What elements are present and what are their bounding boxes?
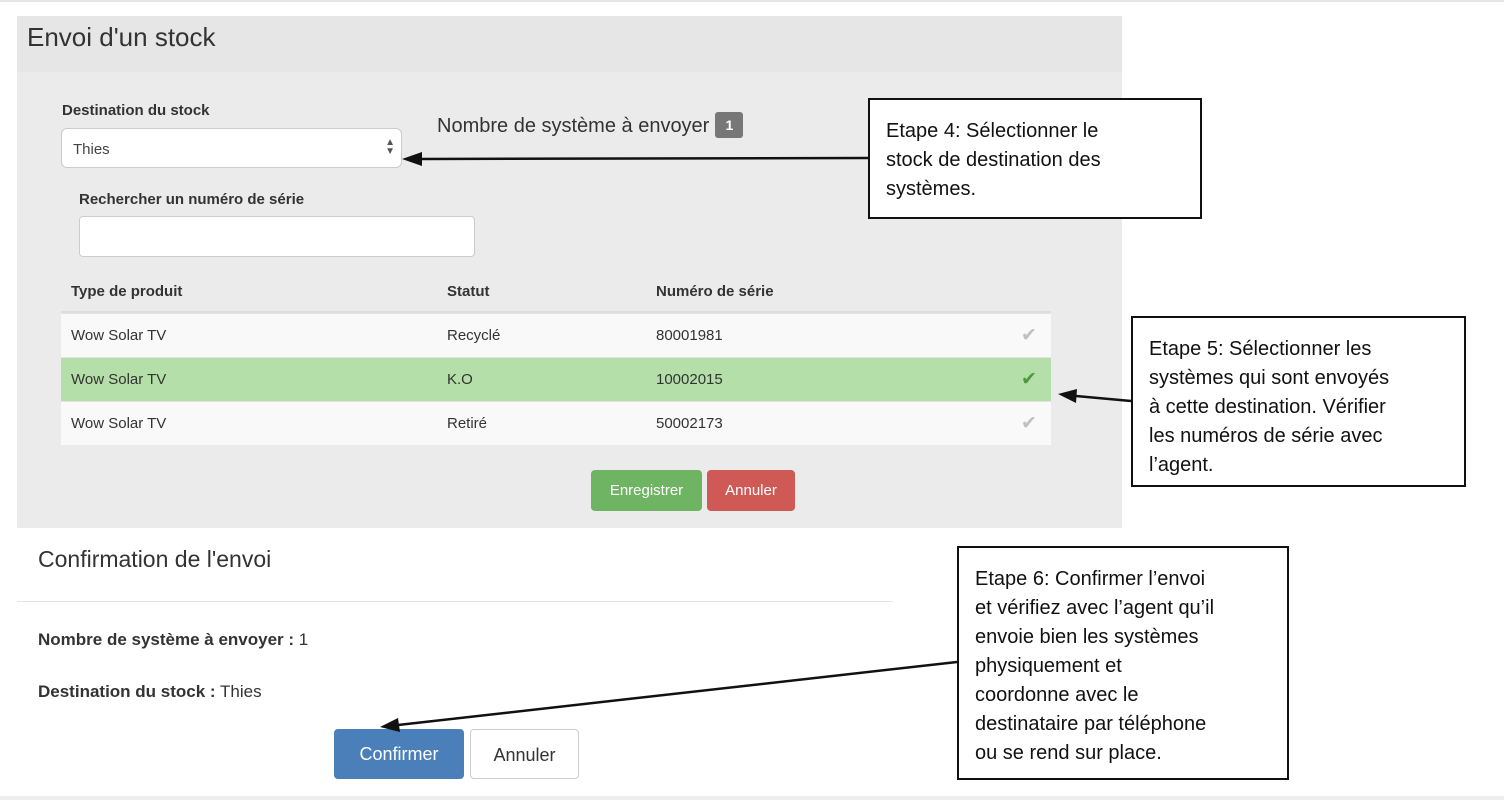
callout-line: l’agent.: [1149, 454, 1214, 476]
check-icon[interactable]: ✔: [1021, 413, 1037, 434]
callout-line: systèmes qui sont envoyés: [1149, 367, 1390, 389]
confirmation-divider: [17, 601, 893, 602]
confirmation-destination: Destination du stock : Thies: [38, 682, 262, 702]
destination-label: Destination du stock: [62, 102, 210, 119]
cell-product-type: Wow Solar TV: [71, 327, 167, 344]
table-row-selected[interactable]: Wow Solar TV K.O 10002015 ✔: [61, 357, 1051, 401]
panel-header: Envoi d'un stock: [17, 16, 1122, 72]
cell-status: K.O: [447, 371, 473, 388]
callout-line: Etape 5: Sélectionner les: [1149, 338, 1372, 360]
callout-line: Etape 6: Confirmer l’envoi: [975, 568, 1206, 590]
bottom-edge: [0, 796, 1504, 800]
cell-product-type: Wow Solar TV: [71, 371, 167, 388]
header-product-type: Type de produit: [71, 283, 183, 300]
cell-serial-number: 50002173: [656, 415, 723, 432]
search-label: Rechercher un numéro de série: [79, 191, 305, 208]
panel-title: Envoi d'un stock: [27, 22, 216, 52]
cell-serial-number: 80001981: [656, 327, 723, 344]
callout-line: stock de destination des: [886, 149, 1101, 171]
systems-table: Type de produit Statut Numéro de série W…: [61, 272, 1051, 445]
callout-line: et vérifiez avec l’agent qu’il: [975, 597, 1215, 619]
callout-step-4: Etape 4: Sélectionner le stock de destin…: [868, 98, 1202, 219]
confirmation-destination-label: Destination du stock :: [38, 682, 216, 701]
cell-status: Recyclé: [447, 327, 501, 344]
destination-select[interactable]: Thies ▲▼: [61, 128, 402, 168]
serial-search-input[interactable]: [79, 216, 475, 257]
cell-serial-number: 10002015: [656, 371, 723, 388]
confirmation-count-value: 1: [298, 630, 309, 649]
table-row[interactable]: Wow Solar TV Retiré 50002173 ✔: [61, 401, 1051, 445]
confirmation-destination-value: Thies: [220, 682, 262, 701]
confirm-button[interactable]: Confirmer: [334, 729, 464, 779]
callout-line: les numéros de série avec: [1149, 425, 1383, 447]
arrow-step-6: [380, 660, 958, 732]
callout-line: destinataire par téléphone: [975, 713, 1207, 735]
cell-product-type: Wow Solar TV: [71, 415, 167, 432]
table-row[interactable]: Wow Solar TV Recyclé 80001981 ✔: [61, 313, 1051, 357]
send-stock-panel: Envoi d'un stock Destination du stock Th…: [17, 16, 1122, 528]
systems-count-label: Nombre de système à envoyer: [437, 115, 710, 137]
confirmation-count-label: Nombre de système à envoyer :: [38, 630, 295, 649]
top-edge: [0, 0, 1504, 2]
cell-status: Retiré: [447, 415, 488, 432]
confirmation-title: Confirmation de l'envoi: [38, 546, 272, 572]
callout-line: à cette destination. Vérifier: [1149, 396, 1386, 418]
systems-count-badge: 1: [715, 112, 744, 138]
table-header: Type de produit Statut Numéro de série: [61, 272, 1051, 313]
check-icon[interactable]: ✔: [1021, 325, 1037, 346]
callout-line: Etape 4: Sélectionner le: [886, 120, 1099, 142]
callout-line: coordonne avec le: [975, 684, 1139, 706]
confirmation-cancel-button[interactable]: Annuler: [470, 729, 579, 779]
check-icon[interactable]: ✔: [1021, 369, 1037, 390]
callout-line: ou se rend sur place.: [975, 742, 1162, 764]
callout-step-6: Etape 6: Confirmer l’envoi et vérifiez a…: [957, 546, 1289, 780]
destination-select-value: Thies: [73, 141, 110, 158]
select-arrows-icon: ▲▼: [385, 137, 395, 157]
confirmation-count: Nombre de système à envoyer : 1: [38, 630, 308, 650]
header-status: Statut: [447, 283, 490, 300]
callout-line: systèmes.: [886, 178, 977, 200]
callout-step-5: Etape 5: Sélectionner les systèmes qui s…: [1131, 316, 1466, 487]
callout-line: physiquement et: [975, 655, 1122, 677]
callout-line: envoie bien les systèmes: [975, 626, 1199, 648]
save-button[interactable]: Enregistrer: [591, 470, 702, 511]
cancel-button[interactable]: Annuler: [707, 470, 795, 511]
header-serial-number: Numéro de série: [656, 283, 774, 300]
